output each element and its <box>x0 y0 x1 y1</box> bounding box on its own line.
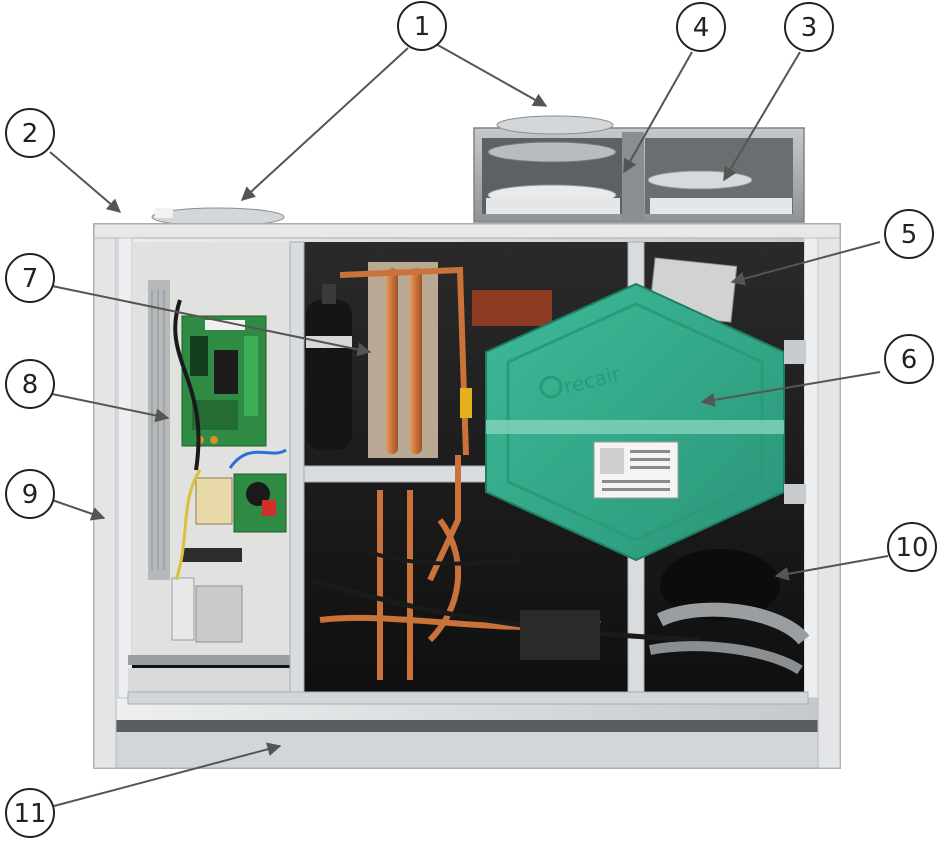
leader-lines <box>49 43 889 807</box>
callout-4-number: 4 <box>693 13 710 43</box>
leader-7 <box>51 285 372 357</box>
leader-3 <box>723 51 801 182</box>
callout-2: 2 <box>5 108 55 158</box>
callout-10-number: 10 <box>895 533 928 563</box>
callout-1-number: 1 <box>414 12 431 42</box>
callout-11-number: 11 <box>13 799 46 829</box>
leader-5 <box>730 241 881 286</box>
callout-11: 11 <box>5 788 55 838</box>
leader-4 <box>623 51 693 174</box>
callout-1: 1 <box>397 1 447 51</box>
callouts: 1 2 3 4 5 6 7 8 <box>5 1 937 838</box>
terminal-blocks <box>171 299 287 643</box>
leader-9 <box>51 499 106 521</box>
leader-8 <box>51 393 170 423</box>
leader-11 <box>53 742 282 807</box>
leader-2 <box>49 151 122 213</box>
callout-7-number: 7 <box>22 264 39 294</box>
callout-10: 10 <box>887 522 937 572</box>
callout-4: 4 <box>676 2 726 52</box>
callout-5: 5 <box>884 209 934 259</box>
callout-9: 9 <box>5 469 55 519</box>
callout-3: 3 <box>784 2 834 52</box>
control-board <box>181 315 267 447</box>
heat-exchanger: recair <box>485 282 806 562</box>
leader-10 <box>774 555 889 581</box>
callout-2-number: 2 <box>22 119 39 149</box>
callout-7: 7 <box>5 253 55 303</box>
callout-8: 8 <box>5 359 55 409</box>
callout-3-number: 3 <box>801 13 818 43</box>
leader-1a <box>240 47 409 201</box>
compressor-section <box>311 519 810 675</box>
receiver-drier <box>306 284 352 450</box>
callout-5-number: 5 <box>901 220 918 250</box>
leader-6 <box>700 371 881 407</box>
callout-8-number: 8 <box>22 370 39 400</box>
callout-6: 6 <box>884 334 934 384</box>
callout-9-number: 9 <box>22 480 39 510</box>
callout-6-number: 6 <box>901 345 918 375</box>
leader-1b <box>435 43 548 107</box>
